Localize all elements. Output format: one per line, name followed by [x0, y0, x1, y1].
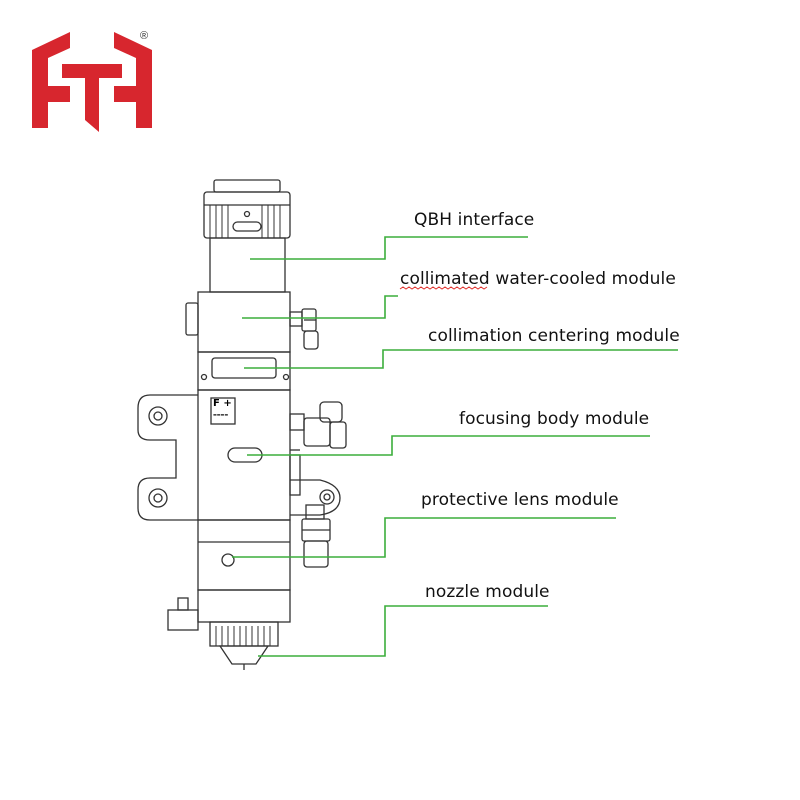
leader-line-collimated — [242, 295, 398, 319]
label-nozzle-module: nozzle module — [425, 582, 550, 602]
leader-line-nozzle — [258, 605, 548, 657]
plate-text-top: F + — [213, 398, 232, 409]
label-collimated-module: collimated water-cooled module — [400, 269, 676, 289]
label-qbh-interface: QBH interface — [414, 210, 535, 230]
collimated-module-part — [185, 291, 319, 353]
logo-center-shape — [62, 64, 122, 132]
logo-right-shape — [114, 32, 152, 128]
registered-mark: ® — [140, 30, 149, 42]
focusing-module-part — [137, 389, 347, 521]
logo-left-shape — [32, 32, 70, 128]
spellcheck-squiggle — [399, 286, 488, 290]
protective-lens-module-part — [197, 504, 331, 591]
nozzle-module-part — [167, 589, 291, 670]
qbh-interface-part — [203, 179, 291, 293]
leader-line-centering — [244, 349, 678, 369]
leader-line-focusing — [247, 435, 650, 456]
leader-line-qbh — [250, 236, 528, 260]
label-centering-module: collimation centering module — [428, 326, 680, 346]
plate-text-bottom: ▬▬▬▬ — [213, 412, 229, 417]
brand-logo — [32, 32, 152, 132]
centering-module-part — [197, 351, 291, 391]
label-protective-lens-module: protective lens module — [421, 490, 619, 510]
leader-line-protective — [232, 517, 616, 558]
label-focusing-module: focusing body module — [459, 409, 650, 429]
leader-lines — [232, 236, 678, 657]
